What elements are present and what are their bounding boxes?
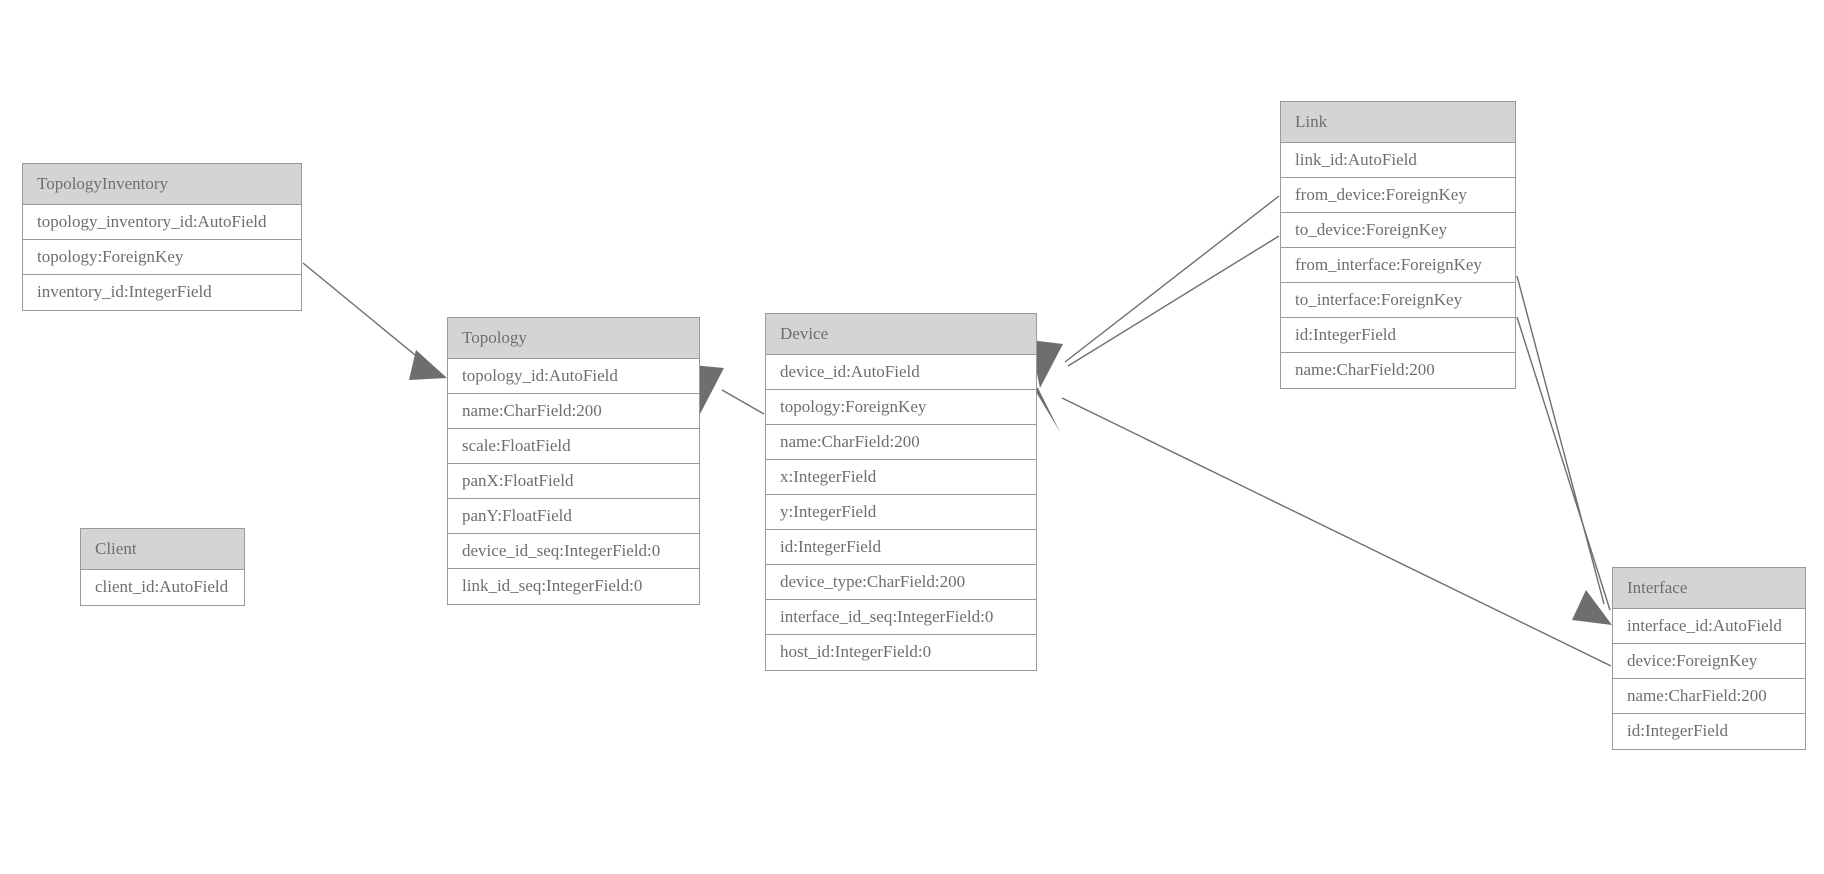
entity-field: topology_inventory_id:AutoField bbox=[23, 205, 301, 240]
entity-client[interactable]: Client client_id:AutoField bbox=[80, 528, 245, 606]
entity-field: panX:FloatField bbox=[448, 464, 699, 499]
entity-link-title: Link bbox=[1281, 102, 1515, 143]
entity-field: id:IntegerField bbox=[766, 530, 1036, 565]
entity-field: interface_id_seq:IntegerField:0 bbox=[766, 600, 1036, 635]
entity-field: link_id:AutoField bbox=[1281, 143, 1515, 178]
entity-field: link_id_seq:IntegerField:0 bbox=[448, 569, 699, 604]
entity-field: id:IntegerField bbox=[1281, 318, 1515, 353]
entity-field: name:CharField:200 bbox=[1281, 353, 1515, 388]
entity-device[interactable]: Device device_id:AutoField topology:Fore… bbox=[765, 313, 1037, 671]
entity-interface-title: Interface bbox=[1613, 568, 1805, 609]
entity-field: panY:FloatField bbox=[448, 499, 699, 534]
entity-field: to_interface:ForeignKey bbox=[1281, 283, 1515, 318]
edge-device-to-topology bbox=[692, 365, 765, 415]
entity-field: topology:ForeignKey bbox=[766, 390, 1036, 425]
edge-link-from-device-to-device bbox=[1030, 195, 1280, 388]
entity-field: name:CharField:200 bbox=[448, 394, 699, 429]
edge-link-from-interface-to-interface bbox=[1516, 275, 1612, 625]
entity-field: to_device:ForeignKey bbox=[1281, 213, 1515, 248]
entity-topologyinventory-title: TopologyInventory bbox=[23, 164, 301, 205]
entity-topologyinventory[interactable]: TopologyInventory topology_inventory_id:… bbox=[22, 163, 302, 311]
edge-interface-to-device bbox=[1030, 382, 1612, 667]
edge-link-to-interface-to-interface bbox=[1516, 316, 1611, 611]
entity-field: interface_id:AutoField bbox=[1613, 609, 1805, 644]
entity-field: client_id:AutoField bbox=[81, 570, 244, 605]
entity-topology-title: Topology bbox=[448, 318, 699, 359]
entity-field: name:CharField:200 bbox=[766, 425, 1036, 460]
entity-client-title: Client bbox=[81, 529, 244, 570]
entity-field: topology:ForeignKey bbox=[23, 240, 301, 275]
entity-field: device_id:AutoField bbox=[766, 355, 1036, 390]
entity-field: id:IntegerField bbox=[1613, 714, 1805, 749]
edge-link-to-device-to-device bbox=[1067, 235, 1280, 367]
entity-field: name:CharField:200 bbox=[1613, 679, 1805, 714]
entity-field: scale:FloatField bbox=[448, 429, 699, 464]
entity-field: device_id_seq:IntegerField:0 bbox=[448, 534, 699, 569]
entity-field: device:ForeignKey bbox=[1613, 644, 1805, 679]
entity-field: inventory_id:IntegerField bbox=[23, 275, 301, 310]
entity-field: topology_id:AutoField bbox=[448, 359, 699, 394]
entity-field: from_interface:ForeignKey bbox=[1281, 248, 1515, 283]
entity-topology[interactable]: Topology topology_id:AutoField name:Char… bbox=[447, 317, 700, 605]
entity-field: host_id:IntegerField:0 bbox=[766, 635, 1036, 670]
entity-field: device_type:CharField:200 bbox=[766, 565, 1036, 600]
entity-interface[interactable]: Interface interface_id:AutoField device:… bbox=[1612, 567, 1806, 750]
entity-field: x:IntegerField bbox=[766, 460, 1036, 495]
entity-field: y:IntegerField bbox=[766, 495, 1036, 530]
entity-field: from_device:ForeignKey bbox=[1281, 178, 1515, 213]
edge-topologyinventory-to-topology bbox=[302, 262, 447, 380]
entity-link[interactable]: Link link_id:AutoField from_device:Forei… bbox=[1280, 101, 1516, 389]
entity-device-title: Device bbox=[766, 314, 1036, 355]
